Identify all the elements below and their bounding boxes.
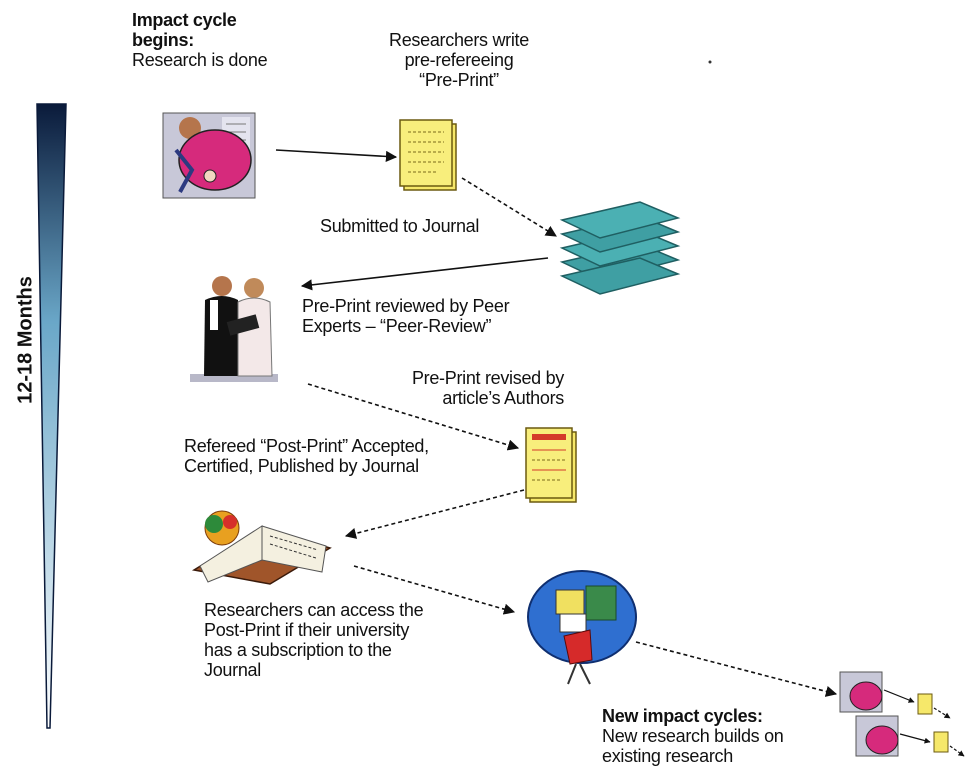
step-start-line: Research is done — [132, 50, 268, 70]
published-journal-icon — [191, 510, 332, 585]
preprint-document-icon — [399, 119, 457, 191]
step-revised-line: article’s Authors — [442, 388, 564, 408]
arrow-journal-to-review — [300, 257, 549, 291]
step-new-cycles-line: New research builds on — [602, 726, 784, 746]
step-published-label: Refereed “Post-Print” Accepted, Certifie… — [184, 436, 429, 476]
step-preprint-line: pre-refereeing — [404, 50, 514, 70]
step-new-cycles-label: New impact cycles: New research builds o… — [602, 706, 784, 766]
step-access-line: Journal — [204, 660, 261, 680]
step-access-line: has a subscription to the — [204, 640, 392, 660]
step-revised-line: Pre-Print revised by — [411, 368, 564, 388]
step-preprint-line: “Pre-Print” — [419, 70, 499, 90]
step-review-label: Pre-Print reviewed by Peer Experts – “Pe… — [302, 296, 510, 336]
timebar-label: 12-18 Months — [14, 276, 37, 404]
step-submitted-label: Submitted to Journal — [320, 216, 480, 236]
researcher-icon — [162, 112, 256, 199]
peer-reviewers-icon — [190, 276, 278, 382]
step-review-line: Experts – “Peer-Review” — [302, 316, 492, 336]
revised-document-icon — [525, 427, 577, 503]
arrow-revised-to-published — [344, 489, 525, 539]
step-start-line: begins: — [132, 30, 194, 50]
new-cycles-icon — [839, 671, 965, 757]
journal-stack-icon — [559, 201, 681, 295]
step-start-line: Impact cycle — [132, 10, 237, 30]
arrow-preprint-to-journal — [461, 177, 557, 237]
arrow-access-to-new-cycles — [635, 641, 838, 697]
step-access-line: Post-Print if their university — [204, 620, 410, 640]
step-published-line: Certified, Published by Journal — [184, 456, 419, 476]
step-access-line: Researchers can access the — [204, 600, 424, 620]
time-bar — [36, 103, 67, 729]
step-start-label: Impact cycle begins: Research is done — [132, 10, 268, 70]
globe-computer-icon — [527, 570, 637, 685]
step-preprint-line: Researchers write — [389, 30, 529, 50]
flow-arrows — [275, 149, 838, 697]
step-review-line: Pre-Print reviewed by Peer — [302, 296, 510, 316]
arrow-review-to-revised — [307, 383, 520, 451]
step-new-cycles-title: New impact cycles: — [602, 706, 763, 726]
step-access-label: Researchers can access the Post-Print if… — [204, 600, 424, 680]
step-revised-label: Pre-Print revised by article’s Authors — [360, 368, 564, 408]
step-published-line: Refereed “Post-Print” Accepted, — [184, 436, 429, 456]
arrow-research-to-preprint — [275, 149, 398, 163]
step-preprint-label: Researchers write pre-refereeing “Pre-Pr… — [366, 30, 552, 90]
step-new-cycles-line: existing research — [602, 746, 733, 766]
